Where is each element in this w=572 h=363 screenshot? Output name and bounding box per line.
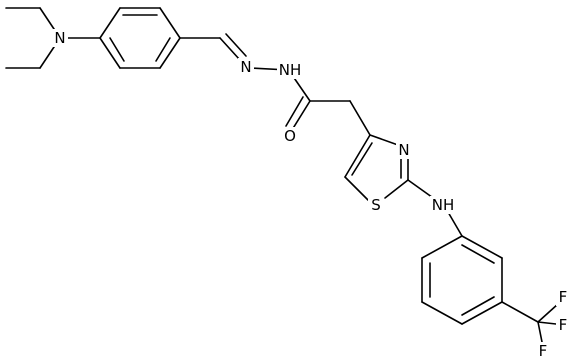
bond-ring2-d xyxy=(461,301,503,325)
bond-c-o-1 xyxy=(291,100,311,131)
atom-f2: F xyxy=(559,316,568,334)
bond-ring2-c xyxy=(421,301,463,325)
bond-c-f1 xyxy=(537,303,559,323)
bond-ring1-a xyxy=(99,7,121,39)
bond-ring1-c xyxy=(159,7,181,39)
bond-ring2-cf3 xyxy=(501,301,539,323)
bond-thz-s-c5 xyxy=(344,176,369,201)
bond-ch-n-1 xyxy=(219,37,241,61)
bond-ring1-f xyxy=(99,37,121,69)
bond-ring2-inner-3 xyxy=(461,244,495,264)
atom-f3: F xyxy=(539,342,548,360)
bond-thz-c5-c4-1 xyxy=(344,134,371,178)
bond-ring2-f xyxy=(461,235,503,259)
atom-n-thiazole: N xyxy=(398,141,409,159)
bond-c-f3 xyxy=(537,321,543,343)
bond-ring1-d xyxy=(159,37,181,69)
bonds xyxy=(5,7,559,343)
bond-ch-n-2 xyxy=(225,33,247,57)
bond-ring2-inner-2 xyxy=(461,296,495,316)
atom-o-carbonyl: O xyxy=(284,127,296,145)
atom-nh-aniline: NH xyxy=(432,196,455,214)
bond-ring2-a xyxy=(421,235,463,259)
bond-ring1-inner-2 xyxy=(109,37,125,62)
atom-f1: F xyxy=(559,288,568,306)
atom-nh-hydrazide: NH xyxy=(279,61,302,79)
bond-thz-c4-n xyxy=(369,134,399,146)
atom-s-thiazole: S xyxy=(371,196,381,214)
bond-ring1-inner-3 xyxy=(155,37,171,62)
bond-c-o-2 xyxy=(285,96,304,127)
bond-c-f2 xyxy=(537,321,557,325)
bond-ch2-thiazole xyxy=(349,100,371,136)
bond-nh-ring2 xyxy=(447,211,463,237)
atom-n-amine: N xyxy=(54,29,65,47)
bond-thz-c5-c4-2 xyxy=(351,142,373,176)
bond-thz-c2-s xyxy=(384,179,409,199)
atom-n-imine: N xyxy=(240,58,251,76)
atom-labels: N N NH O N S NH F F F xyxy=(52,29,570,360)
